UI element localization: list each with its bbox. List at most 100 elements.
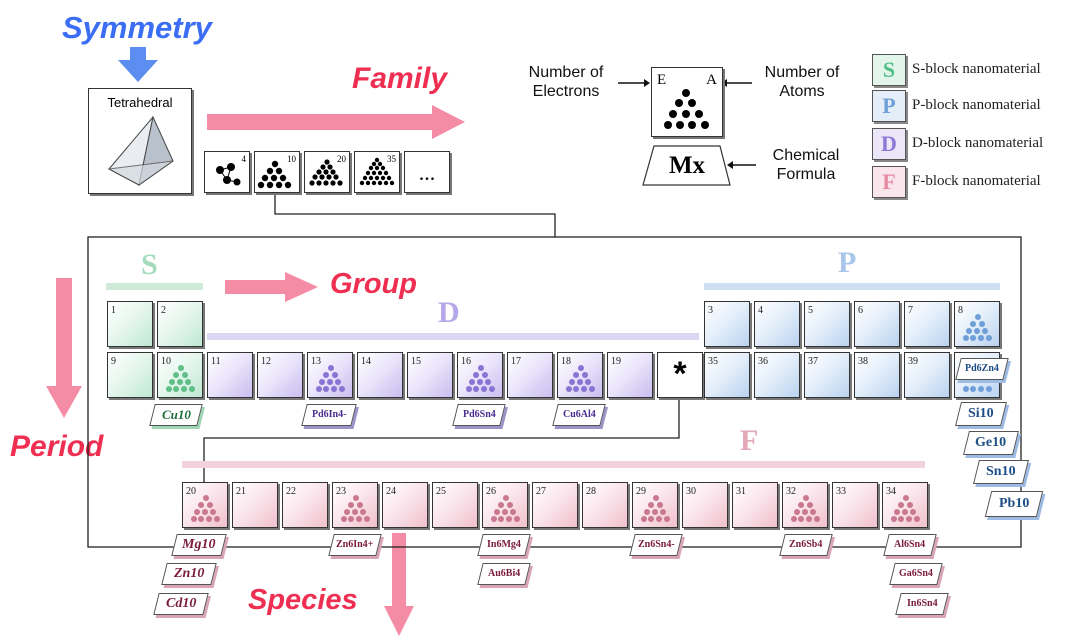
cluster-20-icon xyxy=(309,159,343,186)
cell-p-4: 4 xyxy=(754,301,800,347)
cluster-pink-icon xyxy=(791,495,820,522)
species-tag-pd6in4: Pd6In4- xyxy=(301,404,357,426)
family-card-more: ... xyxy=(404,151,450,193)
legend-d-text: D-block nanomaterial xyxy=(912,135,1044,151)
cluster-pink-icon xyxy=(491,495,520,522)
family-arrow xyxy=(207,105,465,139)
cluster-pink-icon xyxy=(341,495,370,522)
species-tag-mg10: Mg10 xyxy=(171,534,227,556)
species-tag-cu10: Cu10 xyxy=(149,404,203,426)
asterisk-icon: * xyxy=(673,355,687,393)
cell-p-37: 37 xyxy=(804,352,850,398)
cell-p-3: 3 xyxy=(704,301,750,347)
species-tag-zn10: Zn10 xyxy=(161,563,217,585)
f-block-label: F xyxy=(740,424,759,457)
cell-f-29: 29 xyxy=(632,482,678,528)
tetrahedral-card: Tetrahedral xyxy=(88,88,192,194)
cell-f-22: 22 xyxy=(282,482,328,528)
legend-s-text: S-block nanomaterial xyxy=(912,61,1041,77)
species-tag-sn10: Sn10 xyxy=(973,460,1029,484)
cell-s-1: 1 xyxy=(107,301,153,347)
cell-f-30: 30 xyxy=(682,482,728,528)
species-tag-cu6al4: Cu6Al4 xyxy=(552,404,606,426)
formula-trapezoid xyxy=(642,145,731,186)
cell-d-13: 13 xyxy=(307,352,353,398)
key-e-letter: E xyxy=(657,72,667,88)
cell-d-11: 11 xyxy=(207,352,253,398)
family-card-4: 4 xyxy=(204,151,250,193)
group-arrow xyxy=(225,272,318,302)
group-title: Group xyxy=(330,268,417,300)
cell-p-8: 8 xyxy=(954,301,1000,347)
cell-s-9: 9 xyxy=(107,352,153,398)
legend-p-text: P-block nanomaterial xyxy=(912,97,1041,113)
tetrahedral-label: Tetrahedral xyxy=(107,95,173,110)
species-tag-al6sn4: Al6Sn4 xyxy=(883,534,937,556)
p-block-label: P xyxy=(838,246,857,279)
p-band xyxy=(704,283,1000,290)
table-frame xyxy=(87,236,1022,548)
cluster-pink-icon xyxy=(191,495,220,522)
cluster-purple-icon xyxy=(466,365,495,392)
cell-f-23: 23 xyxy=(332,482,378,528)
cell-s-2: 2 xyxy=(157,301,203,347)
key-a-letter: A xyxy=(706,72,717,88)
cluster-pink-icon xyxy=(891,495,920,522)
key-card: E A xyxy=(651,67,723,137)
family-title: Family xyxy=(352,62,448,95)
tetrahedron-icon xyxy=(107,115,174,187)
cell-p-5: 5 xyxy=(804,301,850,347)
cell-d-16: 16 xyxy=(457,352,503,398)
cell-p-36: 36 xyxy=(754,352,800,398)
cluster-blue-icon xyxy=(963,314,992,341)
species-tag-zn6sn4: Zn6Sn4- xyxy=(629,534,683,556)
cluster-purple-icon xyxy=(316,365,345,392)
cell-f-26: 26 xyxy=(482,482,528,528)
cell-f-21: 21 xyxy=(232,482,278,528)
cluster-green-icon xyxy=(166,365,195,392)
species-tag-pb10: Pb10 xyxy=(984,491,1044,517)
cluster-10-icon xyxy=(257,160,292,189)
electrons-label: Number of Electrons xyxy=(528,64,604,100)
species-tag-si10: Si10 xyxy=(955,402,1007,426)
cell-p-35: 35 xyxy=(704,352,750,398)
cell-d-12: 12 xyxy=(257,352,303,398)
species-tag-pd6zn4: Pd6Zn4 xyxy=(955,358,1009,380)
formula-label: Chemical Formula xyxy=(772,147,840,183)
species-tag-cd10: Cd10 xyxy=(153,593,209,615)
family-card-20: 20 xyxy=(304,151,350,193)
legend-s-box: S xyxy=(872,54,906,86)
cluster-pink-icon xyxy=(641,495,670,522)
cell-star: * xyxy=(657,352,703,398)
legend-d-box: D xyxy=(872,128,906,160)
family-card-35: 35 xyxy=(354,151,400,193)
key-cluster-icon xyxy=(664,89,709,129)
cell-f-31: 31 xyxy=(732,482,778,528)
symmetry-arrow xyxy=(118,47,158,82)
s-block-label: S xyxy=(141,248,158,281)
species-tag-in6sn4: In6Sn4 xyxy=(895,593,949,615)
cell-d-18: 18 xyxy=(557,352,603,398)
species-tag-au6bi4: Au6Bi4 xyxy=(477,563,531,585)
legend-f-box: F xyxy=(872,166,906,198)
cluster-4-icon xyxy=(216,163,241,186)
cell-f-32: 32 xyxy=(782,482,828,528)
atoms-label: Number of Atoms xyxy=(764,64,840,100)
cell-p-38: 38 xyxy=(854,352,900,398)
legend-p-box: P xyxy=(872,90,906,122)
family-card-10: 10 xyxy=(254,151,300,193)
cell-f-20: 20 xyxy=(182,482,228,528)
species-tag-in6mg4: In6Mg4 xyxy=(477,534,531,556)
cell-f-34: 34 xyxy=(882,482,928,528)
cell-d-14: 14 xyxy=(357,352,403,398)
cell-f-27: 27 xyxy=(532,482,578,528)
cell-f-28: 28 xyxy=(582,482,628,528)
cell-p-6: 6 xyxy=(854,301,900,347)
cell-d-19: 19 xyxy=(607,352,653,398)
species-title: Species xyxy=(248,584,358,616)
species-tag-zn6in4: Zn6In4+ xyxy=(328,534,382,556)
cluster-35-icon xyxy=(359,157,395,186)
legend-f-text: F-block nanomaterial xyxy=(912,173,1041,189)
s-band xyxy=(106,283,203,290)
cluster-blue-icon xyxy=(963,386,992,392)
